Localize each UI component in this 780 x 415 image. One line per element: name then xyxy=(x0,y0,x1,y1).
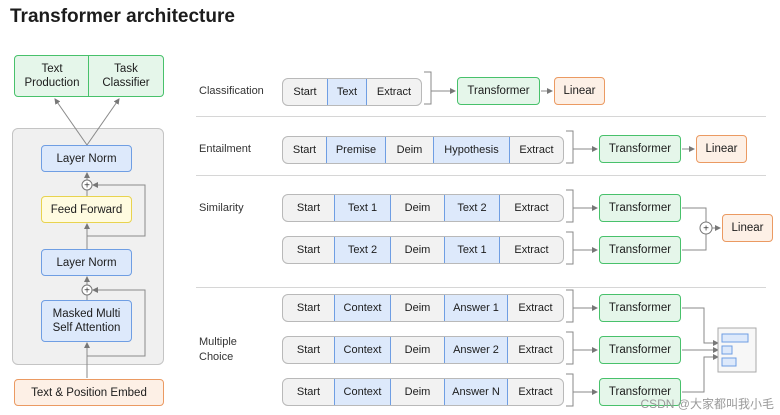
token: Context xyxy=(334,379,391,405)
token: Extract xyxy=(514,244,549,256)
token: Text 1 xyxy=(334,195,391,221)
token: Start xyxy=(293,86,317,98)
token: Start xyxy=(296,302,321,314)
text-position-embed: Text & Position Embed xyxy=(14,379,164,406)
token: Premise xyxy=(326,137,386,163)
token: Deim xyxy=(404,202,431,214)
token: Deim xyxy=(404,386,431,398)
token: Extract xyxy=(518,344,553,356)
layer-norm-top: Layer Norm xyxy=(41,145,132,172)
masked-self-attention: Masked Multi Self Attention xyxy=(41,300,132,342)
token: Extract xyxy=(514,202,549,214)
plus-symbol: + xyxy=(84,181,90,192)
layer-norm-bottom: Layer Norm xyxy=(41,249,132,276)
token: Context xyxy=(334,337,391,363)
token: Start xyxy=(296,344,321,356)
mc-tokens-1: Start Context Deim Answer 1 Extract xyxy=(282,294,564,322)
token: Start xyxy=(296,244,321,256)
similarity-tokens-1: Start Text 1 Deim Text 2 Extract xyxy=(282,194,564,222)
token: Deim xyxy=(404,302,431,314)
similarity-tokens-2: Start Text 2 Deim Text 1 Extract xyxy=(282,236,564,264)
token: Text xyxy=(327,79,367,105)
entailment-tokens: Start Premise Deim Hypothesis Extract xyxy=(282,136,564,164)
token: Answer 2 xyxy=(444,337,508,363)
token: Text 2 xyxy=(334,237,391,263)
separator xyxy=(196,116,766,117)
mc-tokens-3: Start Context Deim Answer N Extract xyxy=(282,378,564,406)
transformer-mc-3: Transformer xyxy=(599,378,681,406)
token: Start xyxy=(292,144,317,156)
token: Extract xyxy=(518,302,553,314)
label-classification: Classification xyxy=(199,85,264,97)
transformer-entailment: Transformer xyxy=(599,135,681,163)
token: Context xyxy=(334,295,391,321)
transformer-classification: Transformer xyxy=(457,77,540,105)
token: Extract xyxy=(518,386,553,398)
token: Answer N xyxy=(444,379,508,405)
task-classifier-head: Task Classifier xyxy=(88,55,164,97)
label-entailment: Entailment xyxy=(199,143,251,155)
linear-classification: Linear xyxy=(554,77,605,105)
mc-tokens-2: Start Context Deim Answer 2 Extract xyxy=(282,336,564,364)
token: Start xyxy=(296,386,321,398)
token: Extract xyxy=(519,144,554,156)
classification-tokens: Start Text Extract xyxy=(282,78,422,106)
token: Answer 1 xyxy=(444,295,508,321)
watermark: CSDN @大家都叫我小毛 xyxy=(640,397,774,411)
token: Deim xyxy=(404,344,431,356)
token: Extract xyxy=(376,86,412,98)
linear-similarity: Linear xyxy=(722,214,773,242)
separator xyxy=(196,287,766,288)
softmax-icon xyxy=(717,327,757,373)
token: Start xyxy=(296,202,321,214)
separator xyxy=(196,175,766,176)
token: Deim xyxy=(404,244,431,256)
linear-entailment: Linear xyxy=(696,135,747,163)
token: Text 2 xyxy=(444,195,500,221)
page-title: Transformer architecture xyxy=(10,6,235,27)
token: Hypothesis xyxy=(433,137,510,163)
transformer-mc-1: Transformer xyxy=(599,294,681,322)
transformer-mc-2: Transformer xyxy=(599,336,681,364)
plus-symbol: + xyxy=(703,224,709,235)
plus-circles: + + + xyxy=(81,179,713,297)
transformer-similarity-2: Transformer xyxy=(599,236,681,264)
label-similarity: Similarity xyxy=(199,202,244,214)
token: Text 1 xyxy=(444,237,500,263)
token: Deim xyxy=(396,144,423,156)
transformer-similarity-1: Transformer xyxy=(599,194,681,222)
plus-symbol: + xyxy=(84,286,90,297)
feed-forward: Feed Forward xyxy=(41,196,132,223)
label-multiple-choice: Multiple Choice xyxy=(199,336,237,363)
